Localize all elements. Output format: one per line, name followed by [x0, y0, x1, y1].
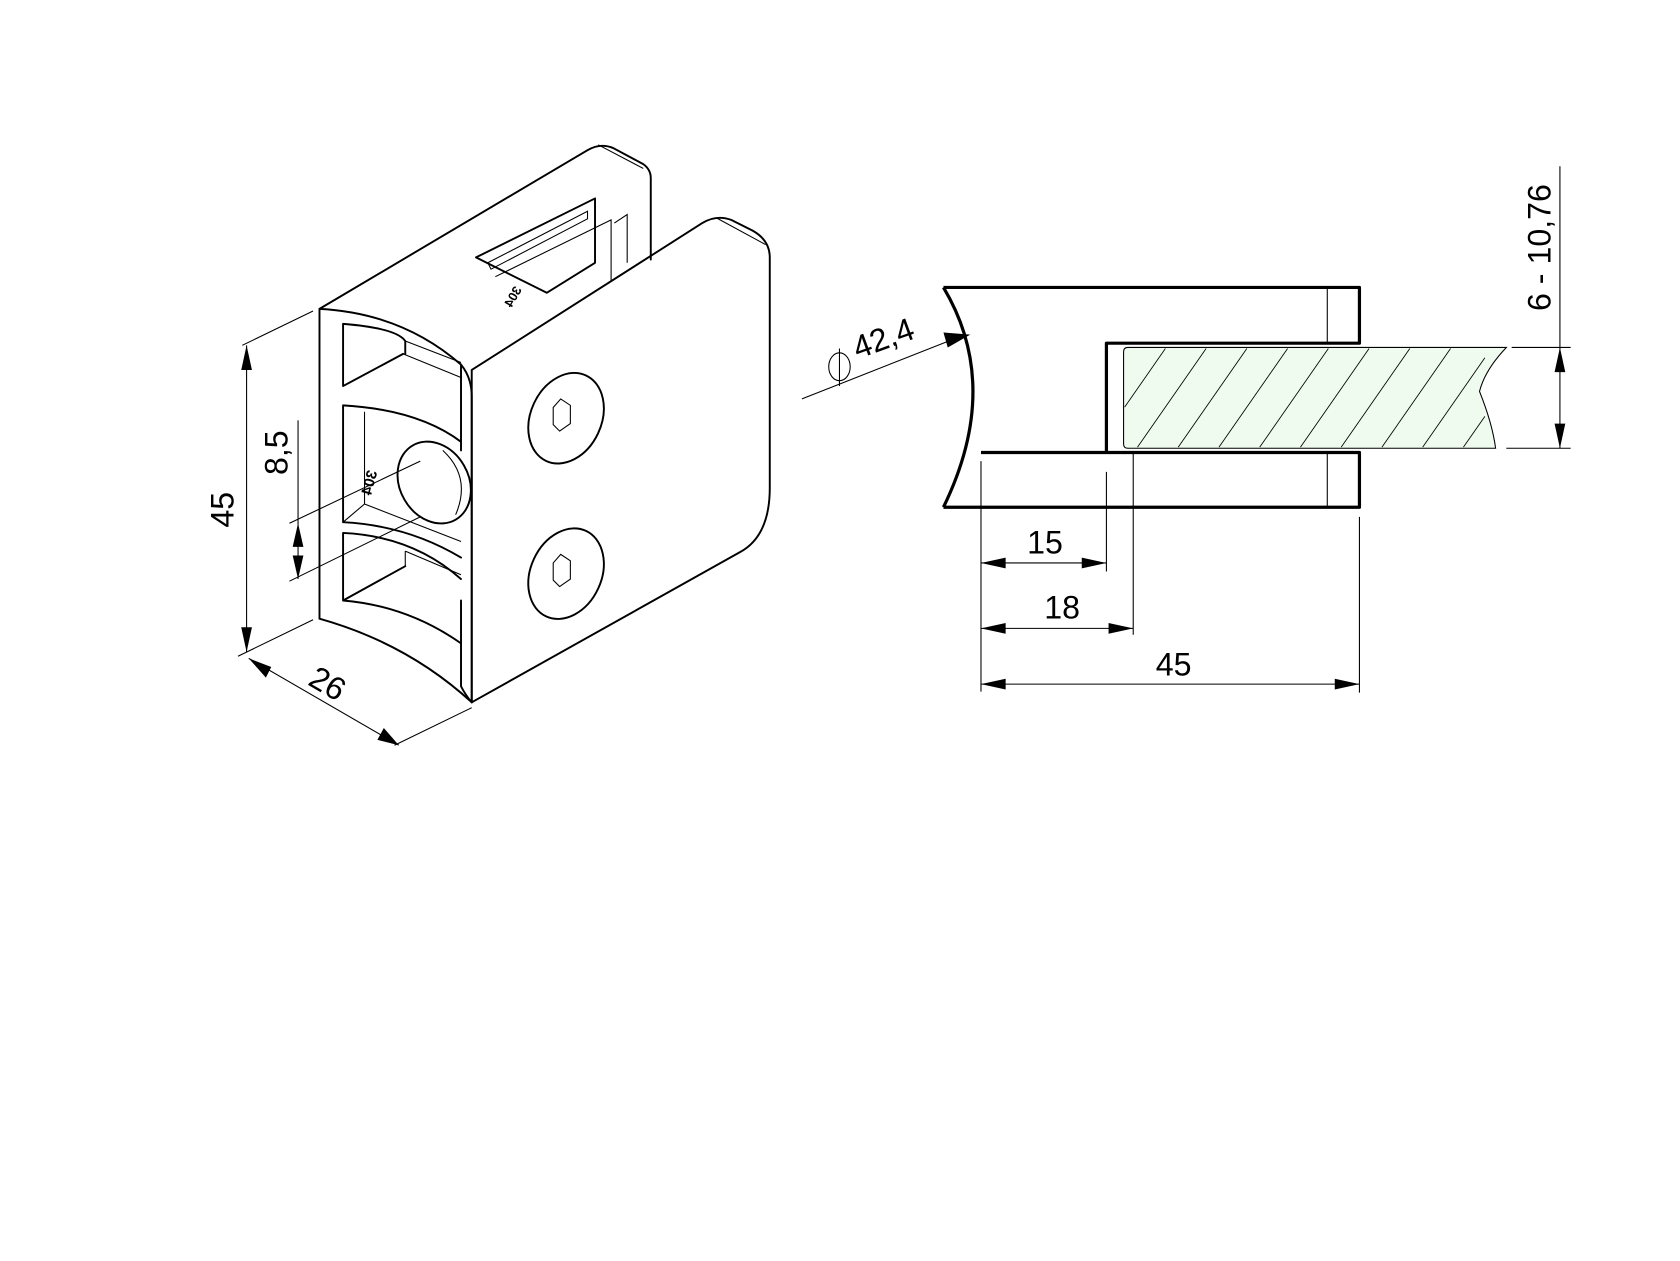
glass-panel: [1123, 346, 1508, 449]
dimension-inner-depth-1: 15: [980, 461, 1107, 692]
hatch-line: [1422, 357, 1486, 448]
screw-top: [527, 371, 605, 465]
hatch-line: [1177, 348, 1248, 448]
mounting-hole: [396, 440, 472, 525]
hex-socket-icon: [552, 398, 571, 432]
dimension-tube-diameter: 42,4: [801, 311, 971, 400]
dimension-depth-label: 26: [303, 659, 352, 708]
dimension-overall-length-label: 45: [1156, 647, 1192, 683]
top-slot-inner: [487, 210, 628, 281]
section-view: 42,4 6 - 10,76 15 18 45: [801, 166, 1571, 693]
dimension-height-label: 45: [205, 492, 241, 528]
hex-socket-icon: [552, 553, 571, 588]
hatch-line: [1124, 348, 1166, 408]
hatch-line: [1340, 348, 1411, 448]
dimension-overall-length: 45: [980, 516, 1360, 693]
front-plate-curved-side: [460, 363, 473, 704]
hatch-line: [1259, 348, 1329, 448]
hatch-line: [1137, 348, 1207, 448]
dimension-inner-depth-2: 18: [980, 452, 1134, 635]
front-face-pockets: 304: [342, 322, 472, 645]
top-slot-window: [475, 197, 596, 294]
hatch-line: [1300, 348, 1370, 448]
dimension-glass-thickness: 6 - 10,76: [1506, 166, 1571, 449]
front-plate-top-edge: [715, 217, 766, 246]
hatch-line: [1381, 348, 1451, 448]
clamp-profile: [942, 285, 1362, 509]
phi-symbol-icon: [828, 348, 851, 387]
top-face-edge: [597, 144, 644, 169]
hatch-line: [1218, 348, 1288, 448]
dimension-hole-offset-label: 8,5: [258, 430, 294, 475]
dimension-depth: 26: [248, 657, 472, 746]
isometric-view: 304 304 45: [205, 144, 771, 746]
dimension-glass-thickness-label: 6 - 10,76: [1521, 184, 1557, 311]
dimension-inner-depth-1-label: 15: [1027, 524, 1063, 560]
clamp-body-outline: [318, 144, 652, 704]
dimension-inner-depth-2-label: 18: [1044, 590, 1080, 626]
hatch-line: [1463, 416, 1486, 448]
screw-bottom: [527, 527, 605, 620]
top-marking: 304: [501, 284, 525, 311]
glass-hatching: [1124, 348, 1486, 448]
front-marking: 304: [358, 468, 381, 497]
dimension-hole-offset: 8,5: [258, 420, 421, 582]
dimension-height: 45: [205, 310, 314, 657]
